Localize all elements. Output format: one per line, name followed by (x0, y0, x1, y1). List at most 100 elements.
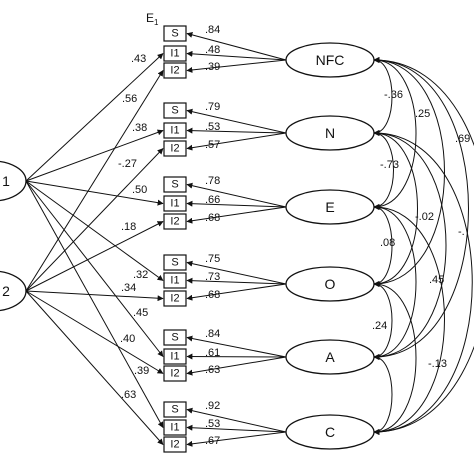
indicator-box (163, 419, 187, 436)
indicator-label: I2 (170, 143, 179, 155)
indicator-box (163, 45, 187, 62)
left-path-label: .63 (121, 389, 136, 401)
error-label-sub: 1 (154, 18, 159, 27)
indicator-label: S (171, 257, 178, 269)
indicator-label: I2 (170, 368, 179, 380)
indicator-label: I1 (170, 198, 179, 210)
loading-label: .92 (205, 400, 220, 412)
factor-label: O (325, 276, 336, 292)
correlation-arc-12 (373, 281, 393, 360)
left-path-11 (25, 290, 164, 445)
indicator-label: I1 (170, 351, 179, 363)
indicator-box (163, 348, 187, 365)
indicator-label: S (171, 28, 178, 40)
indicator-label: I1 (170, 422, 179, 434)
loading-label: .79 (205, 101, 220, 113)
correlation-label: -.13 (428, 358, 447, 370)
correlation-arc-10 (373, 204, 417, 360)
error-label-main: E (146, 11, 154, 25)
correlation-arc-1 (373, 57, 417, 210)
correlation-arc-2 (373, 57, 445, 287)
indicator-label: S (171, 332, 178, 344)
indicator-box (163, 122, 187, 139)
correlation-label: -.02 (415, 211, 434, 223)
left-path-label: .50 (132, 184, 147, 196)
indicator-box (163, 401, 187, 418)
loading-label: .75 (205, 253, 220, 265)
left-path-6 (25, 69, 164, 292)
loading-path-5-2 (186, 431, 287, 447)
correlation-arc-0 (373, 57, 393, 136)
indicator-label: I2 (170, 65, 179, 77)
loading-path-1-2 (186, 132, 287, 151)
loading-label: .84 (205, 24, 220, 36)
correlation-label: .24 (372, 320, 387, 332)
left-path-label: .38 (132, 122, 147, 134)
indicator-label: I1 (170, 125, 179, 137)
left-path-8 (25, 221, 164, 292)
factor-label: A (325, 349, 335, 365)
loading-label: .39 (205, 61, 220, 73)
left-path-9 (25, 290, 164, 302)
indicator-box (163, 25, 187, 42)
correlation-label: .45 (429, 274, 444, 286)
left-path-4 (25, 180, 164, 357)
left-path-label: .18 (121, 221, 136, 233)
correlation-arc-4 (373, 57, 474, 435)
left-paths (25, 53, 164, 445)
indicator-box (163, 254, 187, 271)
factor-ellipse (285, 414, 375, 450)
indicator-label: I2 (170, 216, 179, 228)
indicator-box (163, 213, 187, 230)
loading-path-0-1 (186, 50, 287, 61)
loading-path-1-1 (186, 127, 287, 134)
factor-ellipse (285, 115, 375, 151)
correlation-arc-3 (373, 57, 469, 360)
left-path-0 (25, 53, 164, 182)
latent-factor-1-label: 1 (2, 173, 10, 189)
left-path-label: .43 (131, 53, 146, 65)
loading-label: .48 (205, 44, 220, 56)
correlation-label: .25 (415, 108, 430, 120)
loading-label: .53 (205, 418, 220, 430)
indicator-label: I2 (170, 293, 179, 305)
left-path-5 (25, 180, 164, 429)
factor-ellipse (285, 266, 375, 302)
loading-path-2-2 (186, 206, 287, 224)
correlation-arc-6 (373, 130, 418, 287)
loading-label: .68 (205, 212, 220, 224)
indicator-box (163, 140, 187, 157)
loading-label: .57 (205, 139, 220, 151)
left-path-7 (25, 148, 164, 292)
left-path-label: .45 (133, 307, 148, 319)
indicator-box (163, 195, 187, 212)
factor-ellipse (285, 189, 375, 225)
left-path-3 (25, 180, 164, 281)
indicator-label: S (171, 404, 178, 416)
indicator-label: I2 (170, 439, 179, 451)
factor-ellipse (285, 339, 375, 375)
indicator-label: S (171, 179, 178, 191)
indicator-box (163, 365, 187, 382)
indicator-box (163, 102, 187, 119)
correlation-arc-11 (373, 204, 445, 435)
correlation-arc-13 (373, 281, 417, 435)
factor-label: NFC (316, 52, 345, 68)
correlation-label: -.36 (384, 89, 403, 101)
indicator-box (163, 176, 187, 193)
loading-label: .63 (205, 364, 220, 376)
left-path-label: .39 (134, 365, 149, 377)
correlation-arc-7 (373, 130, 447, 360)
left-path-label: -.27 (118, 158, 137, 170)
loading-path-4-1 (186, 353, 287, 360)
loading-label: .73 (205, 271, 220, 283)
indicator-label: S (171, 105, 178, 117)
correlation-arc-14 (373, 354, 393, 435)
indicator-box (163, 272, 187, 289)
loading-path-1-0 (186, 108, 287, 134)
correlation-label: .69 (455, 133, 470, 145)
error-label: E1 (146, 11, 159, 27)
factor-label: N (325, 125, 335, 141)
